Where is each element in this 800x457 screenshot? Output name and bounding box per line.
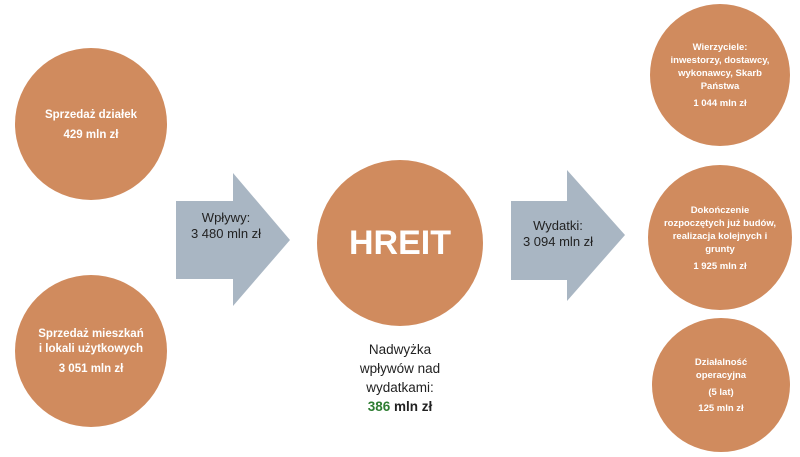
outflow-value: 1 925 mln zł — [693, 260, 747, 272]
outflow-label: Dokończenie rozpoczętych już budów, real… — [663, 204, 777, 255]
outflow-operations: Działalność operacyjna (5 lat) 125 mln z… — [652, 318, 790, 452]
inflow-apartment-sales: Sprzedaż mieszkań i lokali użytkowych 3 … — [15, 275, 167, 427]
outflow-arrow — [511, 170, 625, 301]
inflow-label: Sprzedaż działek — [44, 108, 138, 121]
inflow-arrow — [176, 173, 290, 306]
surplus-unit: mln zł — [394, 399, 433, 414]
inflow-arrow-value: 3 480 mln zł — [190, 226, 262, 241]
outflow-arrow-text: Wydatki: 3 094 mln zł — [508, 218, 608, 250]
inflow-value: 3 051 mln zł — [58, 363, 124, 375]
outflow-sub: (5 lat) — [708, 387, 734, 398]
surplus-number: 386 — [367, 399, 391, 414]
center-title: HREIT — [349, 223, 451, 262]
inflow-arrow-text: Wpływy: 3 480 mln zł — [176, 210, 276, 242]
outflow-value: 1 044 mln zł — [693, 98, 747, 109]
inflow-arrow-label: Wpływy: — [201, 210, 251, 225]
surplus-label: Nadwyżka wpływów nad wydatkami: — [359, 342, 441, 395]
outflow-creditors: Wierzyciele: inwestorzy, dostawcy, wykon… — [650, 4, 790, 146]
outflow-label: Działalność operacyjna — [694, 357, 748, 381]
outflow-construction: Dokończenie rozpoczętych już budów, real… — [648, 165, 792, 310]
outflow-arrow-label: Wydatki: — [533, 218, 583, 233]
center-circle: HREIT — [317, 160, 483, 326]
outflow-value: 125 mln zł — [698, 403, 744, 414]
outflow-label: Wierzyciele: inwestorzy, dostawcy, wykon… — [670, 42, 770, 92]
inflow-value: 429 mln zł — [63, 128, 119, 141]
outflow-arrow-value: 3 094 mln zł — [522, 234, 594, 249]
surplus-note: Nadwyżka wpływów nad wydatkami: 386 mln … — [340, 340, 460, 416]
inflow-label: Sprzedaż mieszkań i lokali użytkowych — [38, 328, 144, 355]
inflow-land-sales: Sprzedaż działek 429 mln zł — [15, 48, 167, 200]
